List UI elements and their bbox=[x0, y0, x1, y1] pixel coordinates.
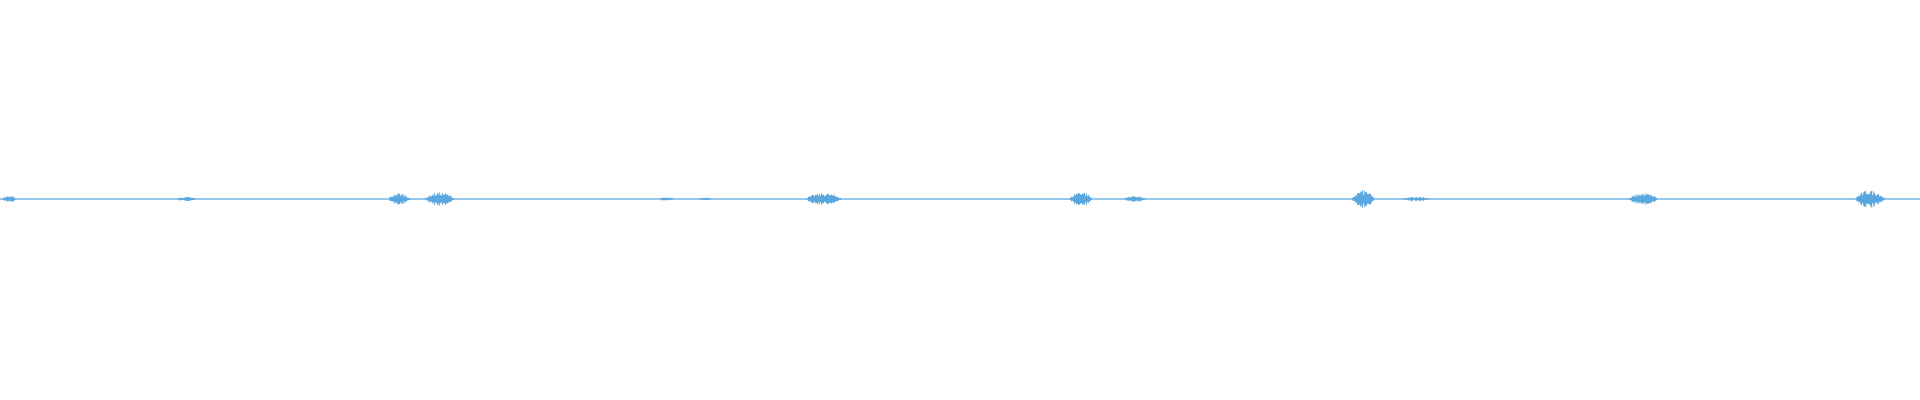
waveform-burst-7 bbox=[806, 193, 842, 205]
waveform-burst-6 bbox=[698, 197, 715, 201]
waveform-burst-12 bbox=[1628, 193, 1659, 205]
waveform-burst-3 bbox=[388, 193, 411, 205]
waveform-burst-13 bbox=[1855, 190, 1886, 208]
waveform-burst-10 bbox=[1352, 190, 1375, 208]
waveform-burst-2 bbox=[176, 197, 197, 201]
waveform-burst-8 bbox=[1069, 192, 1092, 206]
waveform-burst-9 bbox=[1124, 195, 1146, 203]
waveform-burst-1 bbox=[2, 196, 17, 202]
waveform-trace bbox=[0, 190, 1920, 208]
waveform-burst-11 bbox=[1403, 196, 1432, 202]
waveform-burst-4 bbox=[424, 192, 455, 206]
waveform-burst-5 bbox=[658, 197, 676, 201]
